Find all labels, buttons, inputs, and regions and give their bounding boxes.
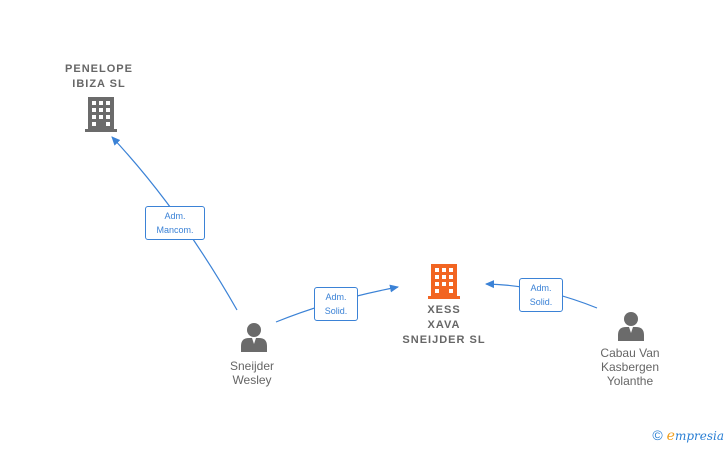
edge-label-solid-wesley: Adm. Solid. [314, 287, 358, 321]
copyright-symbol: © [652, 427, 663, 443]
building-icon[interactable] [427, 264, 461, 300]
edge-label-solid-cabau: Adm. Solid. [519, 278, 563, 312]
edge-label-mancom: Adm. Mancom. [145, 206, 205, 240]
person-label-wesley[interactable]: Sneijder Wesley [229, 359, 275, 387]
empresia-watermark: ©empresia [652, 427, 724, 444]
person-icon[interactable] [617, 311, 645, 341]
building-icon[interactable] [84, 97, 118, 133]
brand-initial: e [666, 428, 675, 444]
person-label-cabau[interactable]: Cabau Van Kasbergen Yolanthe [600, 346, 660, 388]
person-icon[interactable] [240, 322, 268, 352]
brand-name: mpresia [674, 429, 724, 443]
company-label-penelope[interactable]: PENELOPE IBIZA SL [65, 63, 133, 90]
company-label-xess[interactable]: XESS XAVA SNEIJDER SL [402, 304, 486, 346]
